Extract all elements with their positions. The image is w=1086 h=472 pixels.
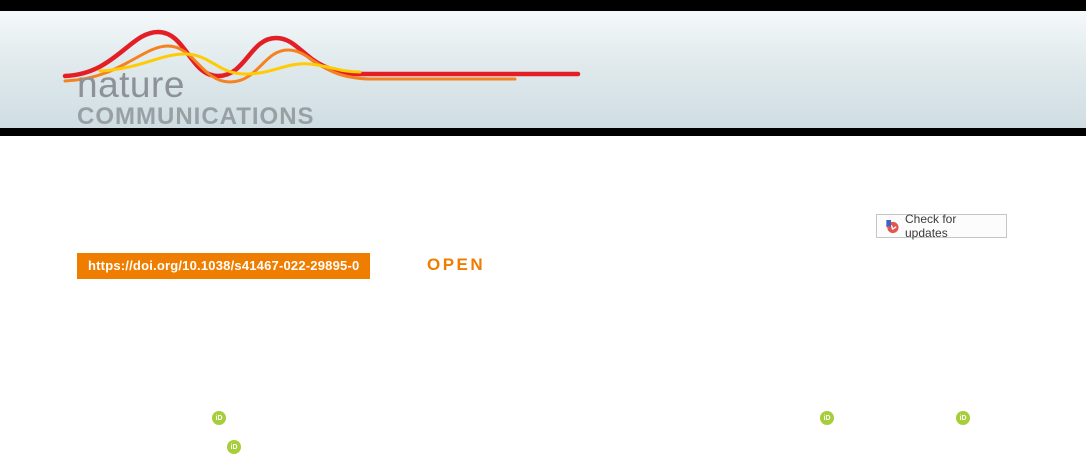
orcid-icon[interactable]: iD (212, 411, 226, 425)
logo-waves-icon (62, 29, 581, 84)
journal-banner: nature COMMUNICATIONS (0, 11, 1086, 129)
crossmark-icon (884, 219, 899, 234)
wordmark-nature: nature (77, 64, 185, 105)
orcid-icon[interactable]: iD (820, 411, 834, 425)
banner-bottom-black-rule (0, 128, 1086, 136)
nature-communications-logo: nature COMMUNICATIONS (60, 24, 600, 136)
wordmark-communications: COMMUNICATIONS (77, 103, 315, 130)
doi-link[interactable]: https://doi.org/10.1038/s41467-022-29895… (77, 253, 371, 279)
check-for-updates-label: Check for updates (905, 212, 957, 240)
check-for-updates-button[interactable]: Check for updates (876, 212, 1007, 240)
orcid-icon[interactable]: iD (956, 411, 970, 425)
open-access-label: OPEN (427, 255, 486, 274)
orcid-icon[interactable]: iD (227, 440, 241, 454)
top-black-edge (0, 0, 1086, 11)
